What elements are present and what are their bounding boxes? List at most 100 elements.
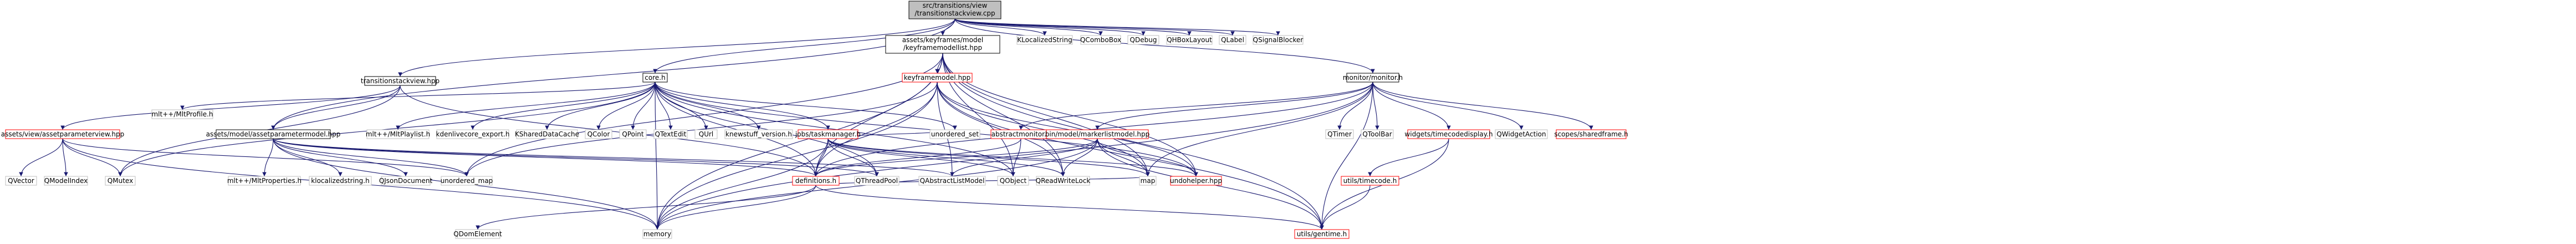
edge-absmon-to-defs xyxy=(814,138,1021,177)
node-box-undohelper xyxy=(1170,176,1222,186)
node-amapm[interactable]: assets/model/assetparametermodel.hpp xyxy=(206,129,341,139)
node-qdomelement: QDomElement xyxy=(453,229,502,239)
edge-core-to-undohelper xyxy=(655,82,1198,177)
node-label-kfm: keyframemodel.hpp xyxy=(904,74,971,82)
edge-defs-to-memory xyxy=(655,185,816,230)
edge-jobs-to-qrwlock xyxy=(827,138,1065,177)
node-qrwlock: QReadWriteLock xyxy=(1036,176,1090,186)
node-box-qcombo xyxy=(1080,35,1121,45)
edge-bmm-to-undohelper xyxy=(1097,138,1198,177)
edge-kfm-to-unordmap xyxy=(464,82,938,177)
node-box-unordset xyxy=(929,129,980,139)
node-label-amapm: assets/model/assetparametermodel.hpp xyxy=(206,130,341,138)
node-label-defs: definitions.h xyxy=(795,177,836,185)
node-box-wtd xyxy=(1407,129,1490,139)
edge-root-to-tsv xyxy=(398,18,955,77)
node-akfml[interactable]: assets/keyframes/model/keyframemodellist… xyxy=(885,35,1000,54)
node-qvector: QVector xyxy=(5,176,37,186)
edge-defs-to-gentime xyxy=(815,185,1324,230)
edge-monitor-to-scopes xyxy=(1372,82,1593,130)
edge-jobs-to-memory xyxy=(655,138,829,230)
node-box-gentime xyxy=(1294,229,1350,239)
node-box-klocstring xyxy=(309,176,372,186)
node-label-qmutex: QMutex xyxy=(108,177,133,185)
edge-core-to-kshared xyxy=(545,82,656,130)
node-unordset: unordered_set xyxy=(929,129,980,139)
edge-amapm-to-klocstring xyxy=(273,138,343,177)
edge-jobs-to-undohelper xyxy=(827,138,1198,177)
edge-monitor-to-bmm xyxy=(1095,82,1373,130)
node-box-klocstr xyxy=(1016,35,1073,45)
node-qsigblock: QSignalBlocker xyxy=(1253,35,1304,45)
node-klocstr: KLocalizedString xyxy=(1016,35,1073,45)
node-label-qhbox: QHBoxLayout xyxy=(1167,36,1212,44)
node-label-knewstuff: knewstuff_version.h xyxy=(725,130,792,138)
node-qaim: QAbstractListModel xyxy=(918,176,986,186)
node-box-qcolor xyxy=(585,129,612,139)
node-box-map xyxy=(1139,176,1157,186)
node-qmutex: QMutex xyxy=(105,176,136,186)
node-label-klocstr: KLocalizedString xyxy=(1017,36,1072,44)
edge-jobs-to-map xyxy=(827,138,1150,177)
node-box-qurl xyxy=(694,129,718,139)
node-box-qhbox xyxy=(1166,35,1213,45)
edge-core-to-knewstuff xyxy=(655,82,761,130)
node-label-mltprops: mlt++/MltProperties.h xyxy=(227,177,301,185)
node-qdebug: QDebug xyxy=(1127,35,1159,45)
edge-core-to-qthreadpool xyxy=(655,82,879,177)
node-box-qobject xyxy=(997,176,1029,186)
node-label-qtextedit: QTextEdit xyxy=(655,130,687,138)
node-label-qcolor: QColor xyxy=(587,130,610,138)
node-defs: definitions.h xyxy=(792,176,840,186)
edge-kfm-to-memory xyxy=(655,82,938,230)
node-qurl: QUrl xyxy=(694,129,718,139)
node-tsv[interactable]: transitionstackview.hpp xyxy=(361,76,439,86)
node-box-qlabel xyxy=(1219,35,1246,45)
node-box-scopes xyxy=(1556,129,1627,139)
edge-bmm-to-defs xyxy=(814,138,1098,177)
edge-avapv-to-unordmap xyxy=(62,138,469,177)
edge-amapm-to-qthreadpool xyxy=(273,138,879,177)
edges-layer xyxy=(19,18,1593,230)
node-label-monitor: monitor/monitor.h xyxy=(1343,74,1403,82)
node-qpoint: QPoint xyxy=(619,129,647,139)
node-qtoolbar: QToolBar xyxy=(1361,129,1394,139)
node-box-amapm xyxy=(216,129,331,139)
node-box-utiltc xyxy=(1341,176,1399,186)
edge-monitor-to-qtoolbar xyxy=(1372,82,1379,130)
node-box-qtoolbar xyxy=(1361,129,1394,139)
node-label-unordmap: unordered_map xyxy=(441,177,493,185)
node-label-qsigblock: QSignalBlocker xyxy=(1253,36,1304,44)
node-box-qmodelindex xyxy=(44,176,88,186)
node-kshared: KSharedDataCache xyxy=(515,129,579,139)
node-qcolor: QColor xyxy=(585,129,612,139)
node-utiltc: utils/timecode.h xyxy=(1341,176,1399,186)
edge-akfml-to-map xyxy=(942,53,1150,177)
edge-root-to-qcombo xyxy=(954,18,1103,36)
node-box-akfml xyxy=(885,35,1000,54)
node-undohelper: undohelper.hpp xyxy=(1170,176,1222,186)
node-label-qpoint: QPoint xyxy=(622,130,644,138)
node-box-memory xyxy=(642,229,672,239)
edge-core-to-qcolor xyxy=(596,82,656,130)
edge-amapm-to-unordmap xyxy=(273,138,469,177)
node-monitor[interactable]: monitor/monitor.h xyxy=(1343,73,1403,83)
edge-monitor-to-qtimer xyxy=(1337,82,1373,130)
node-kfm: keyframemodel.hpp xyxy=(902,73,973,83)
edge-root-to-qsigblock xyxy=(954,18,1280,36)
node-box-qmutex xyxy=(105,176,136,186)
node-label-qdomelement: QDomElement xyxy=(453,230,502,238)
node-core[interactable]: core.h xyxy=(642,73,668,83)
node-label-qjson: QJsonDocument xyxy=(379,177,433,185)
edge-core-to-unordset xyxy=(655,82,957,130)
edge-core-to-kdenlivecore xyxy=(471,82,656,130)
node-qtimer: QTimer xyxy=(1325,129,1354,139)
edge-root-to-amapm xyxy=(271,18,955,130)
node-box-defs xyxy=(792,176,840,186)
edge-root-to-klocstr xyxy=(954,18,1047,36)
node-label-utiltc: utils/timecode.h xyxy=(1343,177,1397,185)
node-label-qlabel: QLabel xyxy=(1221,36,1244,44)
edge-akfml-to-undohelper xyxy=(942,53,1198,177)
node-label-root: src/transitions/view xyxy=(923,2,988,9)
node-qthreadpool: QThreadPool xyxy=(854,176,899,186)
